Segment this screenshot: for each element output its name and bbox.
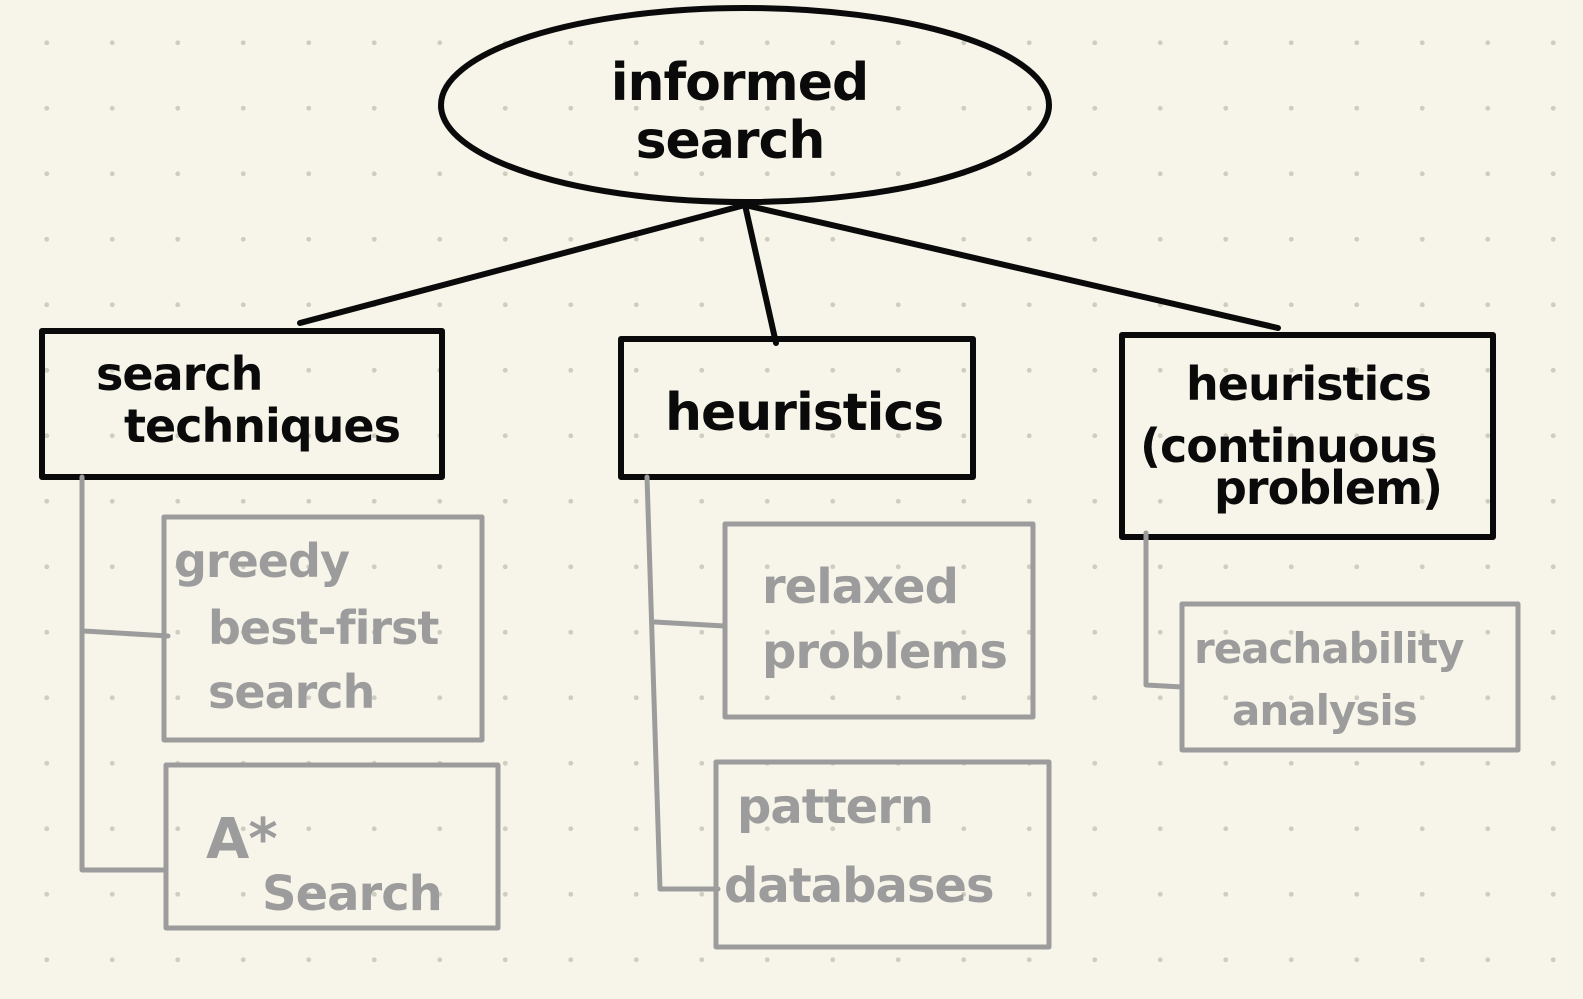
child-label-line-2: best-first <box>208 601 438 655</box>
root-label-line-1: informed <box>611 53 869 113</box>
root-label-line-2: search <box>636 111 825 171</box>
child-label-line-2: analysis <box>1232 686 1417 735</box>
child-label-line-1: pattern <box>737 779 933 835</box>
branch-label-heuristics: heuristics <box>665 383 943 443</box>
branch-label-line-2: techniques <box>124 399 400 453</box>
child-label-line-2: problems <box>762 624 1007 680</box>
connector-heuristics-children <box>644 474 727 892</box>
branch-label-search-techniques: search techniques <box>96 347 400 453</box>
child-label-a-star-search: A* Search <box>206 807 442 922</box>
child-box-relaxed-problems <box>722 521 1036 720</box>
child-box-greedy-best-first-search <box>161 514 485 743</box>
connector-search-techniques-children <box>79 474 171 873</box>
child-label-greedy-best-first-search: greedy best-first search <box>174 534 453 719</box>
child-box-pattern-databases <box>713 759 1052 950</box>
child-label-line-1: relaxed <box>762 559 958 615</box>
branch-box-heuristics <box>618 336 976 480</box>
branch-box-search-techniques <box>39 328 445 480</box>
branch-heuristics: heuristics relaxed problems pattern data… <box>618 336 1052 950</box>
child-label-line-2: Search <box>262 866 442 922</box>
child-label-line-1: reachability <box>1194 624 1464 673</box>
connector-root-to-heuristics <box>742 202 779 346</box>
connector-root-to-search-techniques <box>297 202 748 326</box>
root-node: informed search <box>438 5 1052 205</box>
branch-box-heuristics-continuous <box>1119 332 1496 540</box>
branch-label-line-1: heuristics <box>665 383 943 443</box>
branch-label-heuristics-continuous: heuristics (continuous problem) <box>1140 357 1452 515</box>
connector-root-to-heuristics-continuous <box>742 202 1281 331</box>
child-box-reachability-analysis <box>1179 601 1521 753</box>
child-label-relaxed-problems: relaxed problems <box>762 559 1007 680</box>
branch-heuristics-continuous: heuristics (continuous problem) reachabi… <box>1119 332 1521 753</box>
branch-label-line-1: search <box>96 347 262 401</box>
child-label-pattern-databases: pattern databases <box>724 779 994 914</box>
connector-heuristics-continuous-children <box>1143 530 1185 690</box>
child-label-line-1: A* <box>206 807 277 872</box>
child-label-line-1: greedy <box>174 534 350 588</box>
branch-search-techniques: search techniques greedy best-first sear… <box>39 328 501 931</box>
child-label-reachability-analysis: reachability analysis <box>1194 624 1477 735</box>
branch-label-line-2: (continuous <box>1140 419 1437 473</box>
child-label-line-2: databases <box>724 858 994 914</box>
child-label-line-3: search <box>208 665 374 719</box>
branch-label-line-3: problem) <box>1214 461 1442 515</box>
branch-label-line-1: heuristics <box>1186 357 1431 411</box>
root-label: informed search <box>611 53 886 171</box>
root-connectors <box>297 202 1281 346</box>
child-box-a-star-search <box>163 762 501 931</box>
